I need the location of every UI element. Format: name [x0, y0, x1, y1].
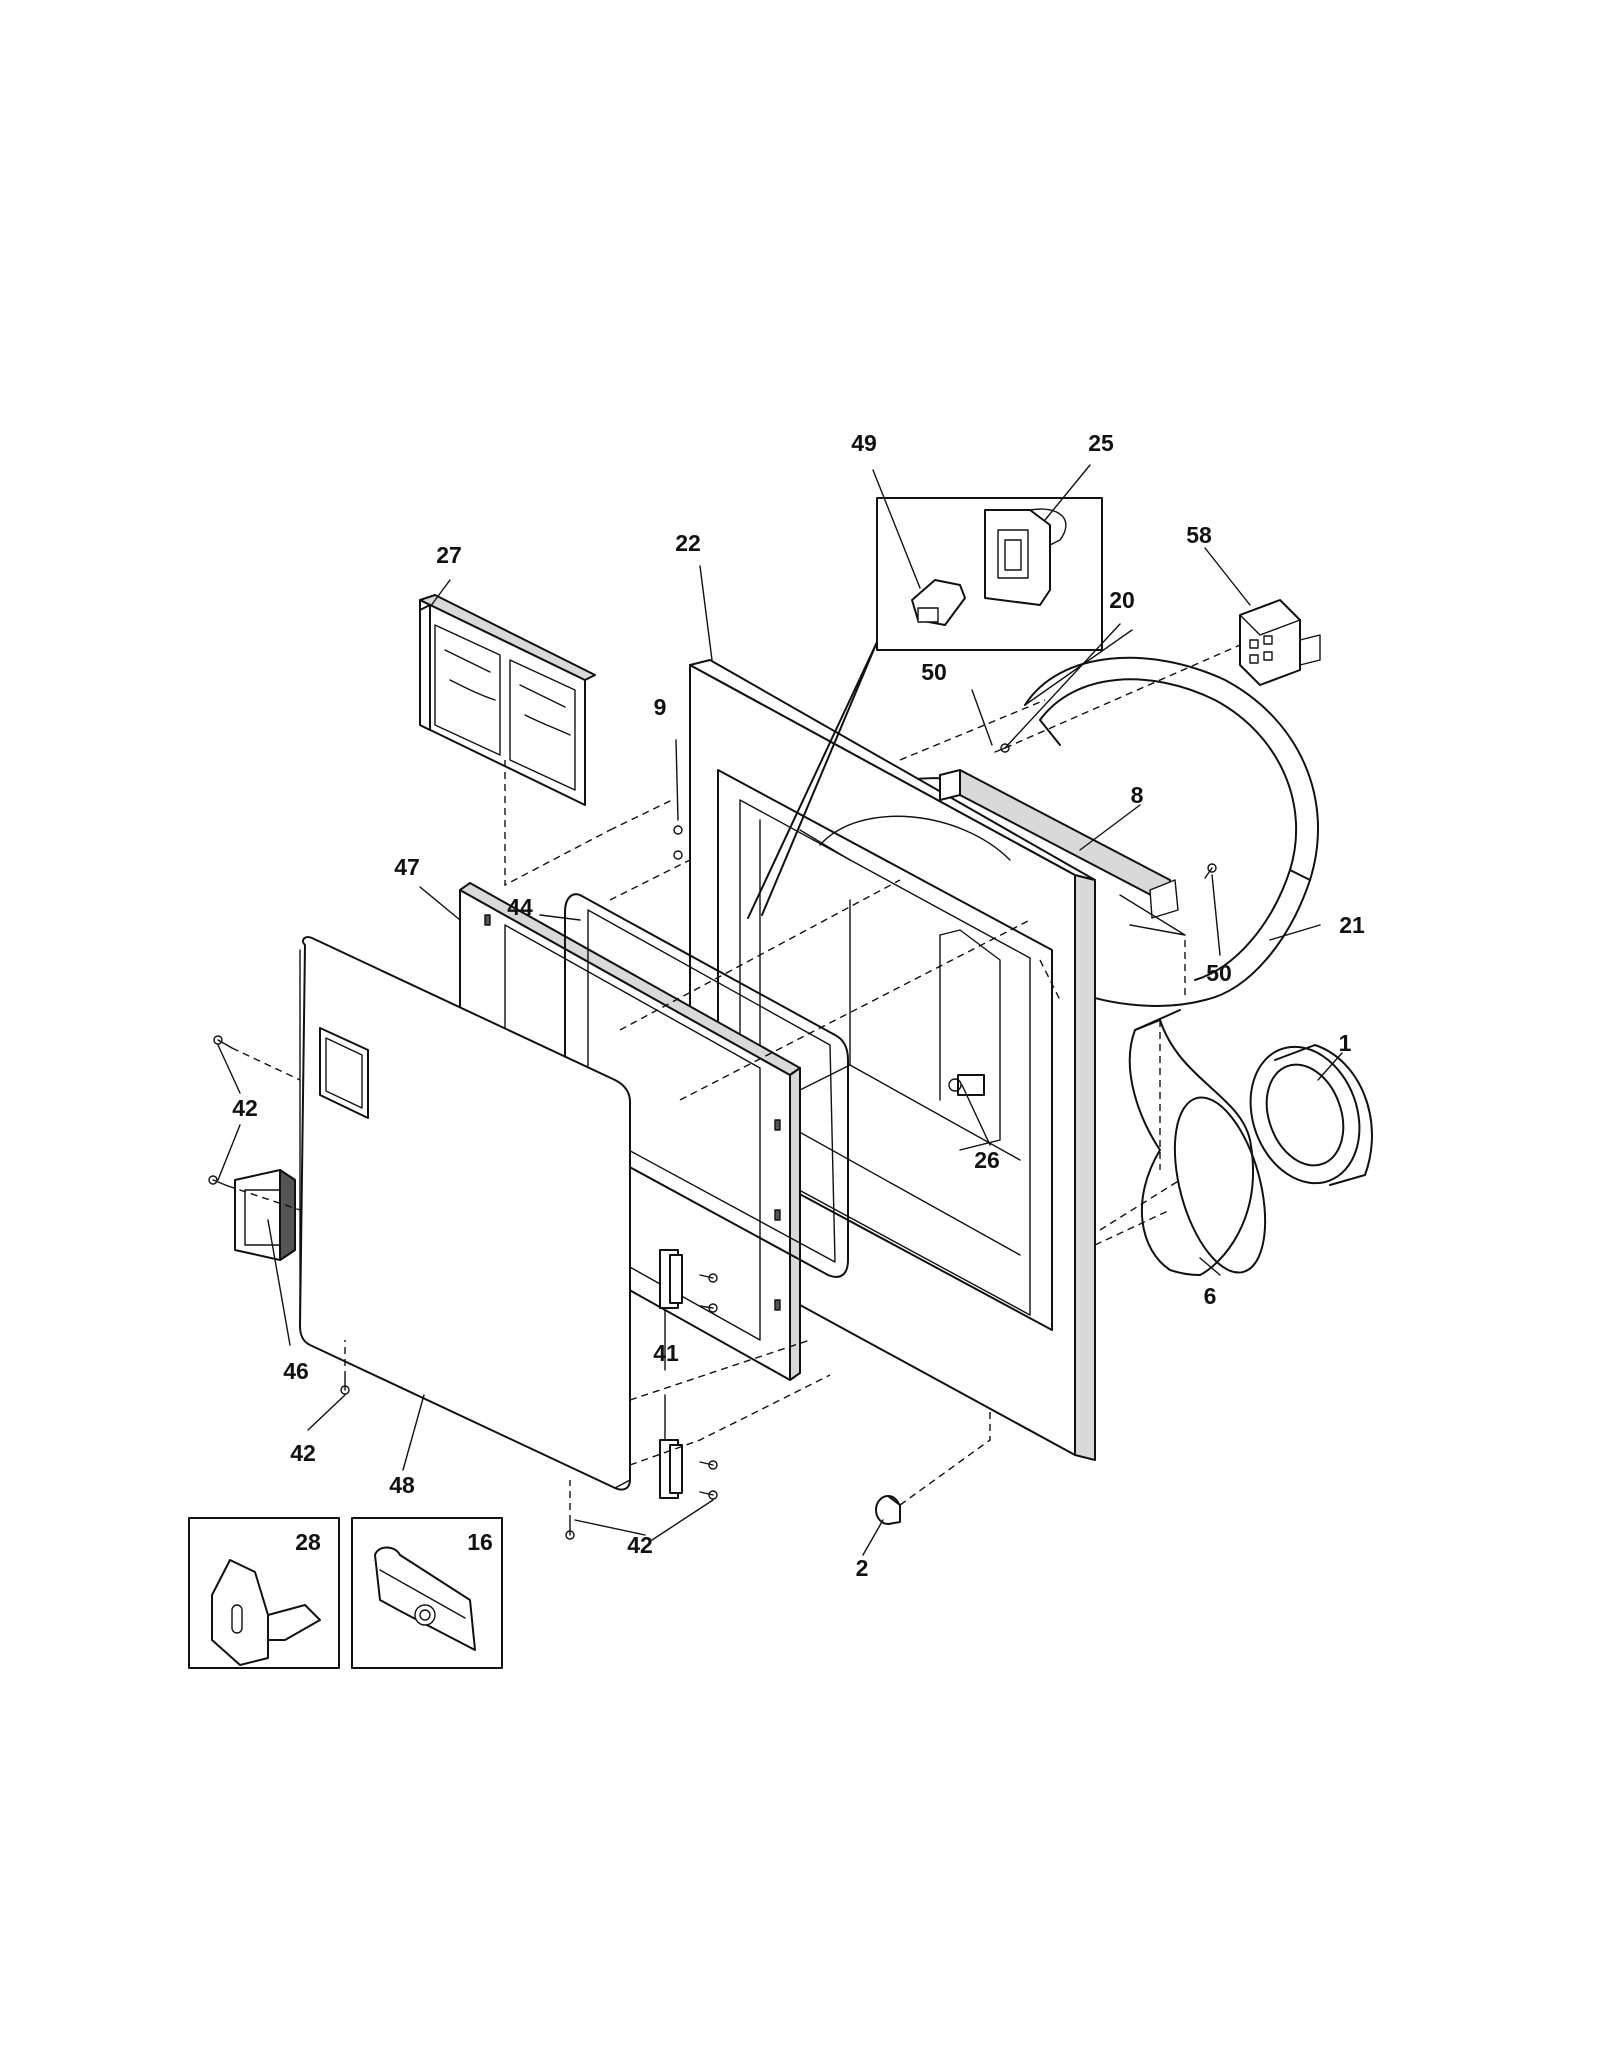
callout-26: 26	[974, 1147, 1000, 1173]
lint-filter	[419, 594, 596, 806]
callout-50b: 50	[1206, 960, 1232, 986]
callout-49: 49	[851, 430, 877, 456]
callout-46: 46	[283, 1358, 309, 1384]
blower-duct	[1128, 1009, 1373, 1276]
callout-27: 27	[436, 542, 462, 568]
lint-screen-housing	[939, 769, 1186, 936]
inset-box-28	[188, 1517, 340, 1669]
door-gasket	[564, 893, 849, 1278]
callout-21: 21	[1339, 912, 1365, 938]
callout-42c: 42	[627, 1532, 653, 1558]
leader-lines	[217, 464, 1343, 1556]
callout-42a: 42	[232, 1095, 258, 1121]
screws	[208, 743, 1217, 1540]
callout-47: 47	[394, 854, 420, 880]
callout-41: 41	[653, 1340, 679, 1366]
front-panel	[689, 659, 1096, 1461]
leveling-foot	[875, 1495, 901, 1525]
assembly-dashed-lines	[227, 644, 1241, 1522]
callout-58: 58	[1186, 522, 1212, 548]
terminal-block	[1239, 599, 1321, 686]
callout-16: 16	[467, 1529, 493, 1555]
callout-50a: 50	[921, 659, 947, 685]
callout-22: 22	[675, 530, 701, 556]
callout-44: 44	[507, 894, 533, 920]
callout-48: 48	[389, 1472, 415, 1498]
callout-2: 2	[856, 1555, 869, 1581]
inset-detail-box	[747, 497, 1103, 919]
callout-8: 8	[1131, 782, 1144, 808]
callout-25: 25	[1088, 430, 1114, 456]
door-handle	[234, 1169, 296, 1261]
callout-20: 20	[1109, 587, 1135, 613]
hinges	[659, 1249, 683, 1499]
callout-6: 6	[1204, 1283, 1217, 1309]
inset-box-16	[351, 1517, 503, 1669]
door-panel	[299, 936, 631, 1491]
callout-labels: 1 2 6 8 9 16 20 21 22 25 26 27 28 41 42 …	[232, 430, 1365, 1581]
callout-1: 1	[1339, 1030, 1352, 1056]
callout-28: 28	[295, 1529, 321, 1555]
callout-9: 9	[654, 694, 667, 720]
callout-42b: 42	[290, 1440, 316, 1466]
